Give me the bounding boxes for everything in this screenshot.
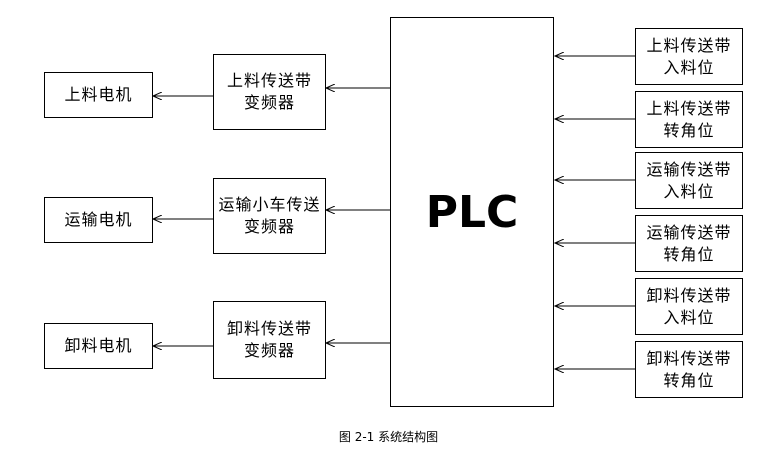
sensor-line1: 卸料传送带 bbox=[646, 348, 732, 368]
sensor-line1: 上料传送带 bbox=[646, 35, 732, 55]
sensor-line2: 入料位 bbox=[663, 181, 715, 201]
sensor-line2: 入料位 bbox=[663, 307, 715, 327]
sensor-line1: 卸料传送带 bbox=[646, 285, 732, 305]
plc-controller-box: PLC bbox=[390, 17, 554, 407]
sensor-line1: 运输传送带 bbox=[646, 222, 732, 242]
sensor-box-1: 上料传送带 入料位 bbox=[635, 28, 743, 85]
motor-label: 卸料电机 bbox=[64, 336, 133, 355]
inverter-line2: 变频器 bbox=[243, 217, 295, 236]
sensor-box-4: 运输传送带 转角位 bbox=[635, 215, 743, 272]
motor-label: 上料电机 bbox=[64, 85, 133, 104]
sensor-box-6: 卸料传送带 转角位 bbox=[635, 341, 743, 398]
inverter-line1: 上料传送带 bbox=[226, 71, 312, 90]
motor-label: 运输电机 bbox=[64, 210, 133, 229]
motor-box-transport: 运输电机 bbox=[44, 197, 153, 243]
motor-box-unloading: 卸料电机 bbox=[44, 323, 153, 369]
sensor-line2: 转角位 bbox=[663, 244, 715, 264]
inverter-line1: 运输小车传送 bbox=[218, 195, 321, 214]
inverter-box-transport: 运输小车传送 变频器 bbox=[213, 178, 326, 254]
sensor-box-5: 卸料传送带 入料位 bbox=[635, 278, 743, 335]
figure-caption: 图 2-1 系统结构图 bbox=[338, 430, 439, 444]
sensor-line2: 转角位 bbox=[663, 120, 715, 140]
sensor-box-2: 上料传送带 转角位 bbox=[635, 91, 743, 148]
plc-label: PLC bbox=[425, 186, 519, 238]
inverter-line2: 变频器 bbox=[243, 93, 295, 112]
inverter-line2: 变频器 bbox=[243, 341, 295, 360]
inverter-box-loading: 上料传送带 变频器 bbox=[213, 54, 326, 130]
sensor-box-3: 运输传送带 入料位 bbox=[635, 152, 743, 209]
sensor-line1: 上料传送带 bbox=[646, 98, 732, 118]
sensor-line2: 入料位 bbox=[663, 57, 715, 77]
motor-box-loading: 上料电机 bbox=[44, 72, 153, 118]
sensor-line1: 运输传送带 bbox=[646, 159, 732, 179]
inverter-box-unloading: 卸料传送带 变频器 bbox=[213, 301, 326, 379]
inverter-line1: 卸料传送带 bbox=[226, 319, 312, 338]
sensor-line2: 转角位 bbox=[663, 370, 715, 390]
